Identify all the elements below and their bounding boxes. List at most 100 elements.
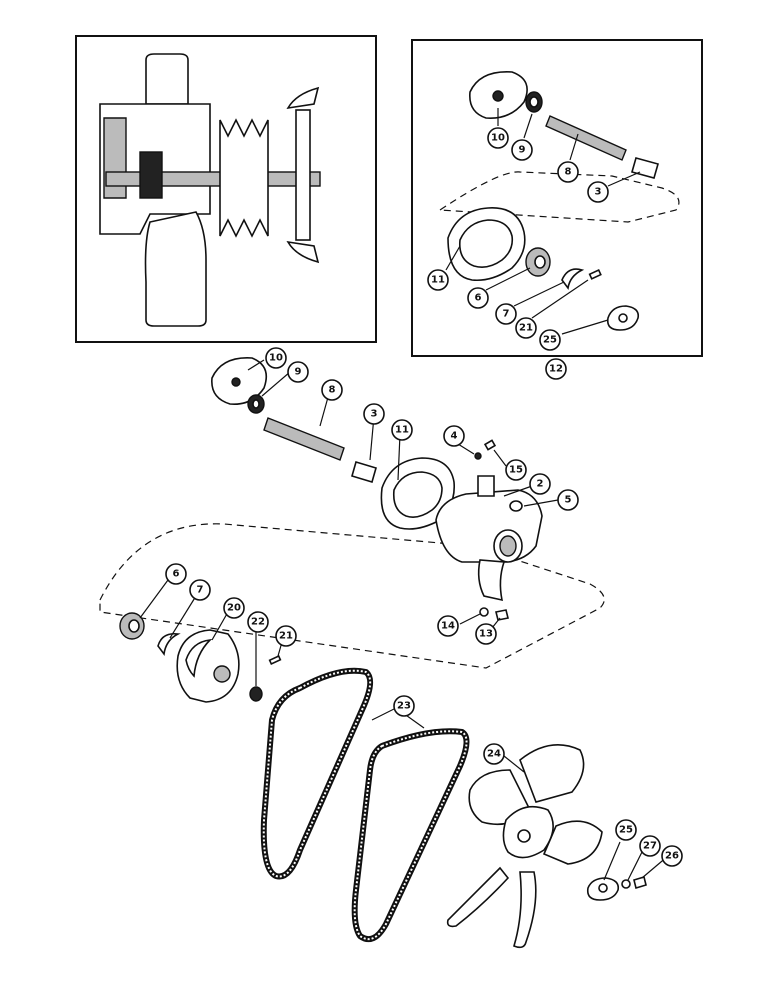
svg-text:21: 21 [519,323,533,334]
main-sleeve [351,461,377,483]
svg-text:10: 10 [491,133,505,144]
svg-text:3: 3 [595,187,602,198]
svg-text:3: 3 [371,409,378,420]
main-belt-2-texture [353,730,468,940]
kit-gasket-inner [458,219,514,268]
svg-text:4: 4 [451,431,458,442]
cutaway-inset [75,35,377,343]
callout-main-3: 3 [363,403,385,425]
callout-main-13: 13 [475,623,497,645]
main-pulley-groove [185,638,213,678]
svg-text:6: 6 [475,293,482,304]
cutaway-fan-blade-bottom [286,240,320,264]
callout-main-4: 4 [443,425,465,447]
callout-main-23: 23 [393,695,415,717]
kit-snap-ring [561,268,585,290]
callout-main-9: 9 [287,361,309,383]
callouts-kit: 10 9 8 3 11 6 7 21 25 12 [427,127,609,380]
callout-main-7: 7 [189,579,211,601]
callout-main-15: 15 [505,459,527,481]
callout-inset-21: 21 [515,317,537,339]
kit-impeller-hub [492,90,504,102]
callout-main-25: 25 [615,819,637,841]
callout-main-21: 21 [275,625,297,647]
main-plug [474,452,482,460]
main-dash-outline [99,523,605,669]
callout-kit-12: 12 [545,358,567,380]
main-pump-housing [435,489,543,563]
main-washer [479,607,489,617]
svg-text:8: 8 [329,385,336,396]
svg-text:21: 21 [279,631,293,642]
kit-dash-outline [439,171,680,223]
callout-main-14: 14 [437,615,459,637]
kit-small-gasket-hole [618,313,628,323]
svg-text:13: 13 [479,629,493,640]
svg-text:25: 25 [543,335,557,346]
main-belt-1-texture [262,669,372,878]
svg-text:14: 14 [441,621,455,632]
fan-blade-4 [513,871,537,949]
svg-text:11: 11 [431,275,445,286]
cutaway-frame [75,35,377,343]
svg-text:22: 22 [251,617,265,628]
main-fitting [483,439,497,451]
callout-inset-3: 3 [587,181,609,203]
svg-text:27: 27 [643,841,657,852]
callout-inset-6: 6 [467,287,489,309]
callout-main-6: 6 [165,563,187,585]
callout-main-20: 20 [223,597,245,619]
main-fan [446,744,603,949]
svg-text:2: 2 [537,479,544,490]
main-lockwasher [621,879,631,889]
main-pulley-nut [249,686,263,702]
repair-kit-inset [411,39,703,357]
fan-blade-5 [446,866,510,928]
main-seal-bore [252,399,260,409]
callout-main-27: 27 [639,835,661,857]
callout-inset-7: 7 [495,303,517,325]
main-nut [509,500,523,512]
cutaway-pulley [219,118,269,238]
main-bearing-bore [128,619,140,633]
callouts-main: 10 9 8 3 11 4 15 2 5 6 7 20 22 21 14 13 … [165,347,683,867]
fan-hub-hole [517,829,531,843]
kit-seal-bore [529,96,539,108]
fan-blade-1 [519,744,585,803]
svg-text:11: 11 [395,425,409,436]
kit-bearing-bore [534,255,546,269]
cutaway-shaft [105,171,321,187]
main-key [268,655,282,665]
main-snap-ring [157,632,181,657]
svg-text:25: 25 [619,825,633,836]
main-shaft [263,417,345,461]
svg-text:6: 6 [173,569,180,580]
main-housing-neck [477,475,495,497]
cutaway-fan-blade-top [286,86,320,110]
main-small-gasket-hole [598,883,608,893]
main-fan-bolt [633,875,647,890]
svg-text:23: 23 [397,701,411,712]
svg-text:26: 26 [665,851,679,862]
callout-main-10: 10 [265,347,287,369]
kit-shaft [545,115,627,161]
svg-text:5: 5 [565,495,572,506]
callout-main-26: 26 [661,845,683,867]
callout-inset-11: 11 [427,269,449,291]
svg-text:12: 12 [549,364,563,375]
callout-inset-25: 25 [539,329,561,351]
callout-inset-10: 10 [487,127,509,149]
callout-inset-8: 8 [557,161,579,183]
main-exploded-view [99,357,647,949]
callout-main-22: 22 [247,611,269,633]
fan-blade-3 [542,820,603,865]
callout-main-2: 2 [529,473,551,495]
callout-inset-9: 9 [511,139,533,161]
cutaway-outlet [144,211,207,327]
svg-text:9: 9 [295,367,302,378]
svg-text:10: 10 [269,353,283,364]
main-pulley-hub [213,665,231,683]
main-impeller-hub [231,377,241,387]
svg-text:24: 24 [487,749,501,760]
callout-main-11: 11 [391,419,413,441]
